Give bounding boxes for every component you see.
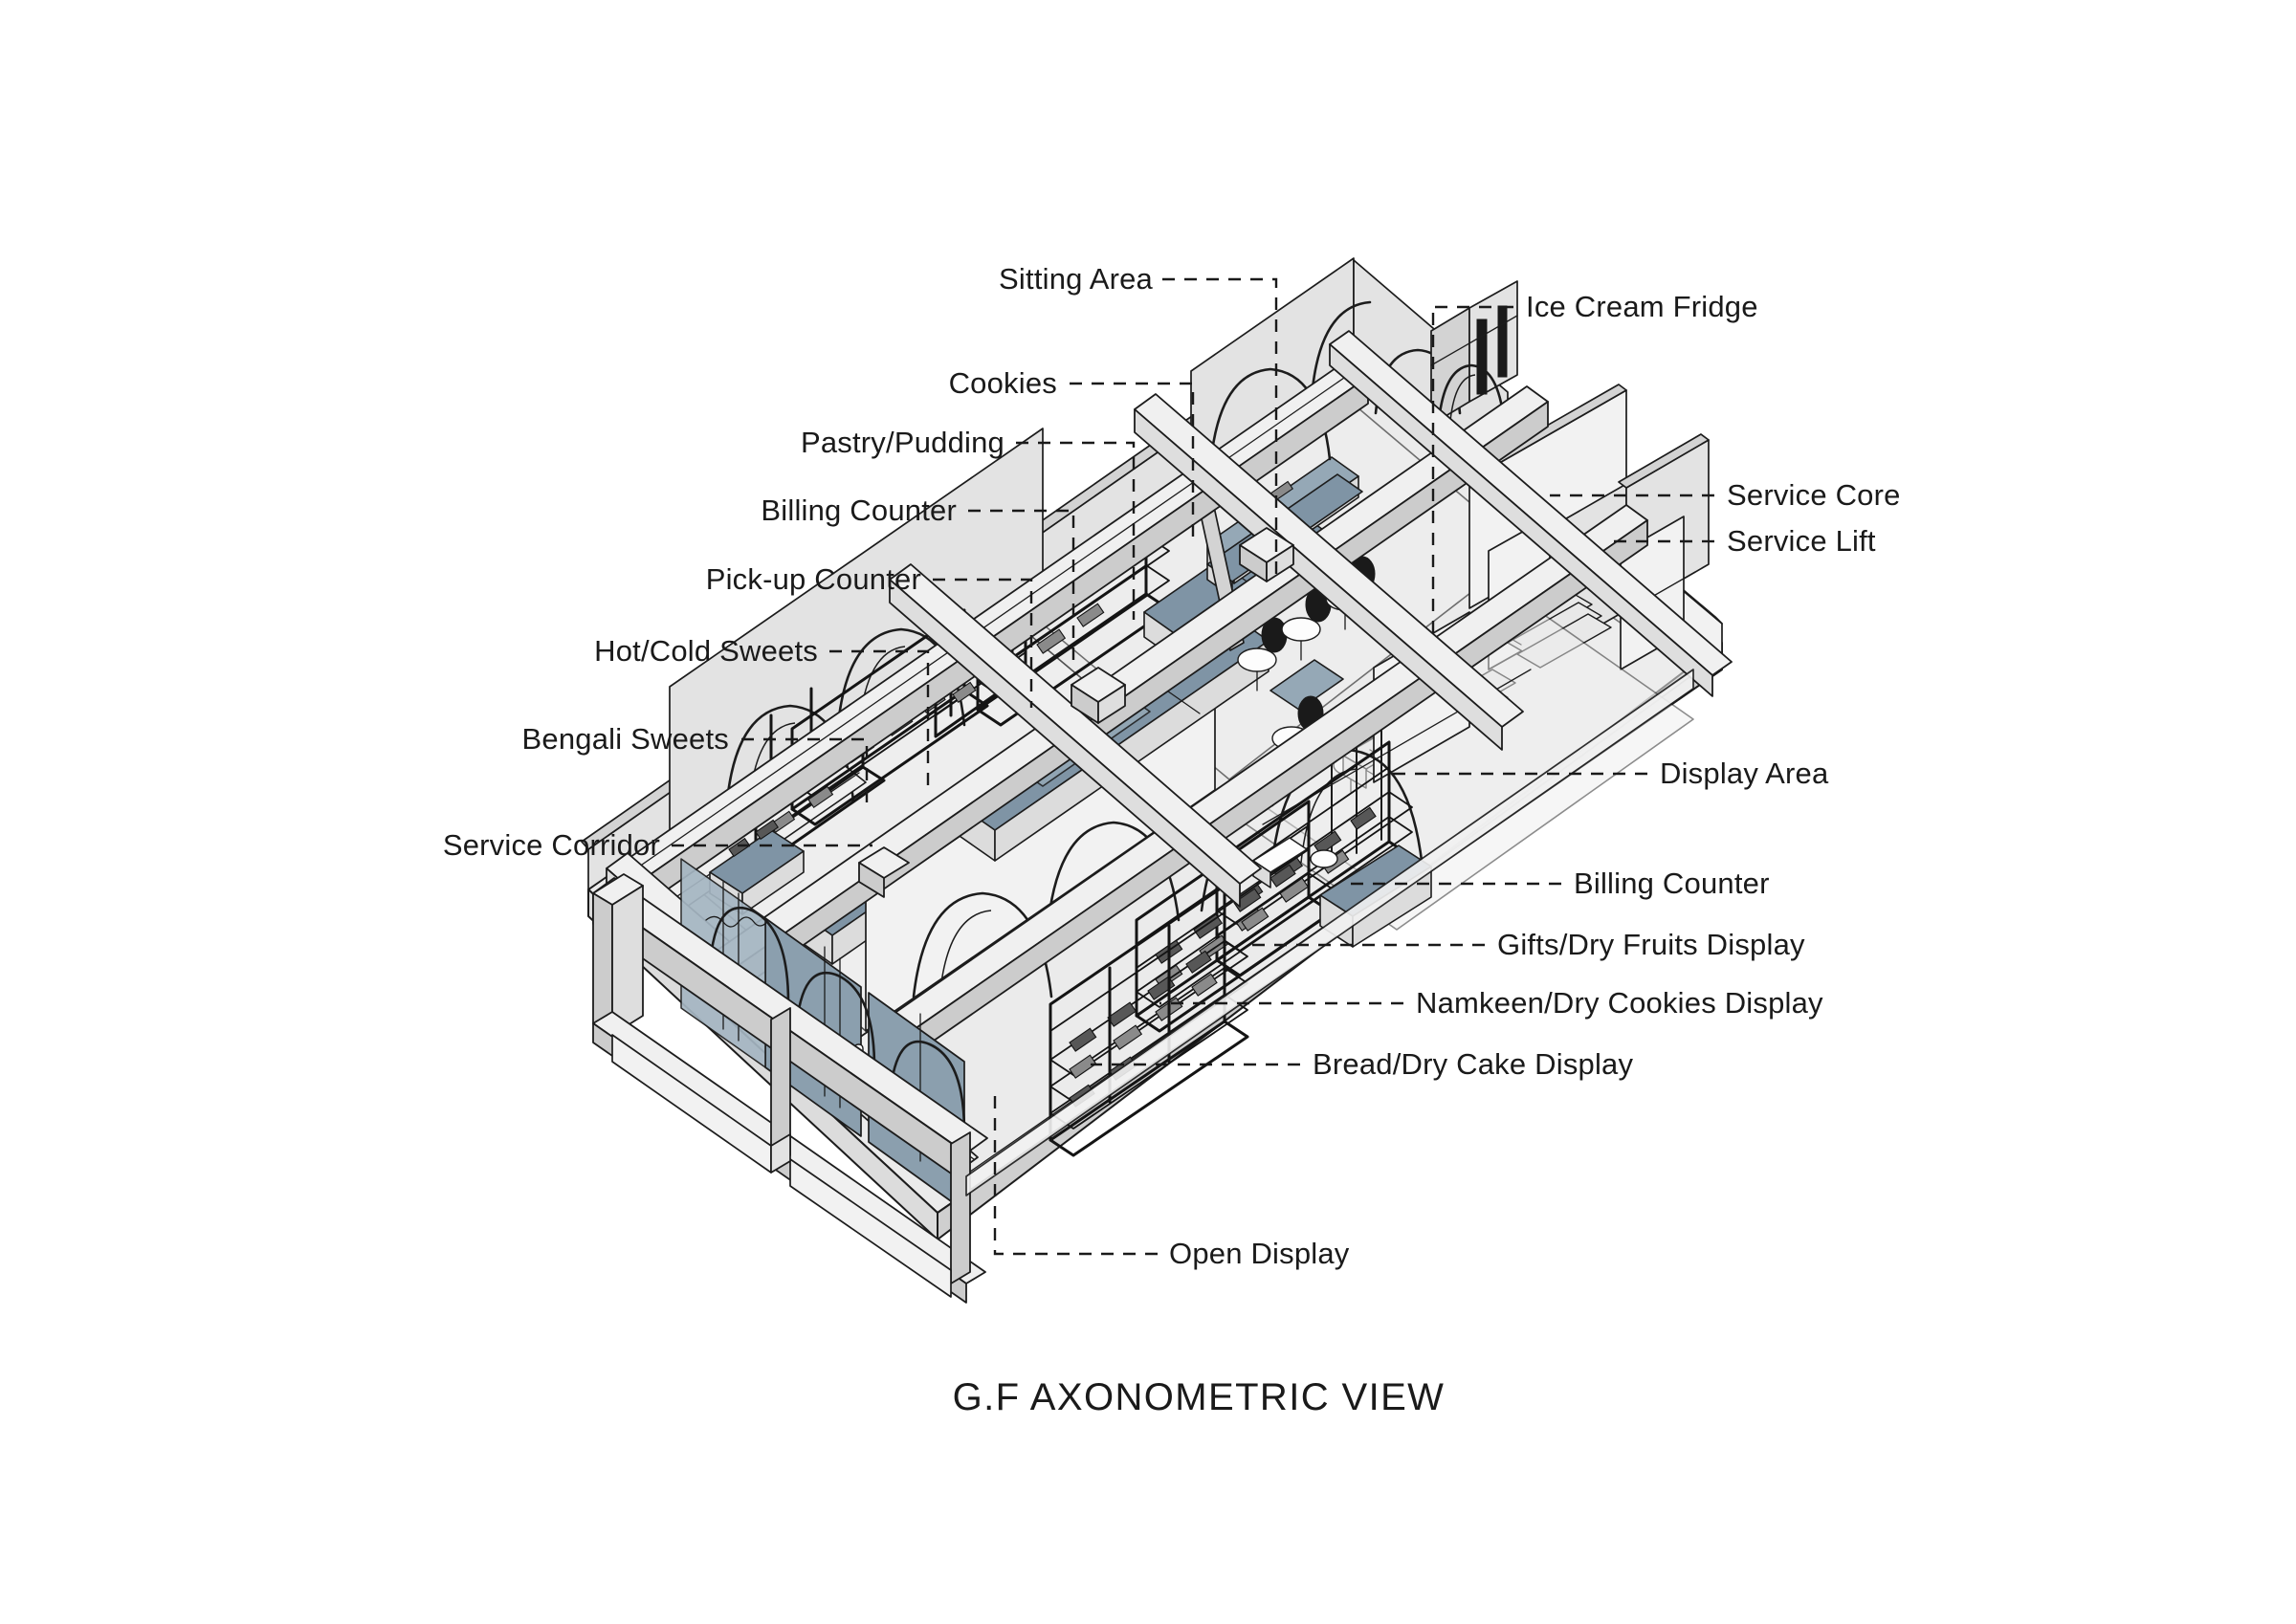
annotation-labels: Sitting Area Cookies Pastry/Pudding Bill… — [443, 262, 1901, 1270]
label-gifts-dry-fruits-display: Gifts/Dry Fruits Display — [1497, 928, 1805, 961]
beam-joints — [858, 527, 1294, 898]
beam-trans-1 — [889, 563, 1262, 908]
label-cookies: Cookies — [949, 366, 1057, 400]
leader-cookies — [1070, 382, 1195, 540]
label-hot-cold-sweets: Hot/Cold Sweets — [594, 634, 818, 668]
label-namkeen-dry-cookies-display: Namkeen/Dry Cookies Display — [1416, 986, 1823, 1020]
label-service-core: Service Core — [1727, 478, 1901, 512]
beam-trans-3 — [1329, 330, 1733, 697]
label-service-lift: Service Lift — [1727, 524, 1876, 558]
leader-lines — [672, 277, 1714, 1256]
plinth-wall — [611, 1034, 952, 1298]
beam-grid — [606, 330, 1733, 1198]
beam-trans-2 — [1134, 393, 1524, 751]
drawing-title: G.F AXONOMETRIC VIEW — [953, 1376, 1446, 1418]
ice-cream-fridge — [1430, 280, 1518, 426]
building-model — [581, 257, 1733, 1304]
leader-pickup-counter — [933, 578, 1033, 708]
label-billing-counter-left: Billing Counter — [761, 494, 957, 527]
leader-hot-cold-sweets — [829, 649, 930, 794]
label-open-display: Open Display — [1169, 1237, 1350, 1270]
leader-sitting-area — [1162, 277, 1278, 574]
open-display-front — [592, 858, 988, 1304]
front-right-plinth — [965, 669, 1694, 1196]
label-pastry-pudding: Pastry/Pudding — [801, 426, 1004, 459]
leader-pastry-pudding — [1016, 441, 1136, 620]
label-billing-counter-right: Billing Counter — [1574, 867, 1770, 900]
label-bengali-sweets: Bengali Sweets — [522, 722, 730, 756]
label-sitting-area: Sitting Area — [999, 262, 1154, 296]
leader-ice-cream-fridge — [1431, 305, 1513, 643]
leader-open-display — [993, 1090, 1158, 1256]
label-service-corridor: Service Corridor — [443, 828, 660, 862]
service-lift — [1618, 433, 1710, 670]
label-display-area: Display Area — [1660, 757, 1829, 790]
label-ice-cream-fridge: Ice Cream Fridge — [1526, 290, 1758, 323]
label-bread-dry-cake-display: Bread/Dry Cake Display — [1313, 1047, 1633, 1081]
label-pickup-counter: Pick-up Counter — [706, 562, 921, 596]
